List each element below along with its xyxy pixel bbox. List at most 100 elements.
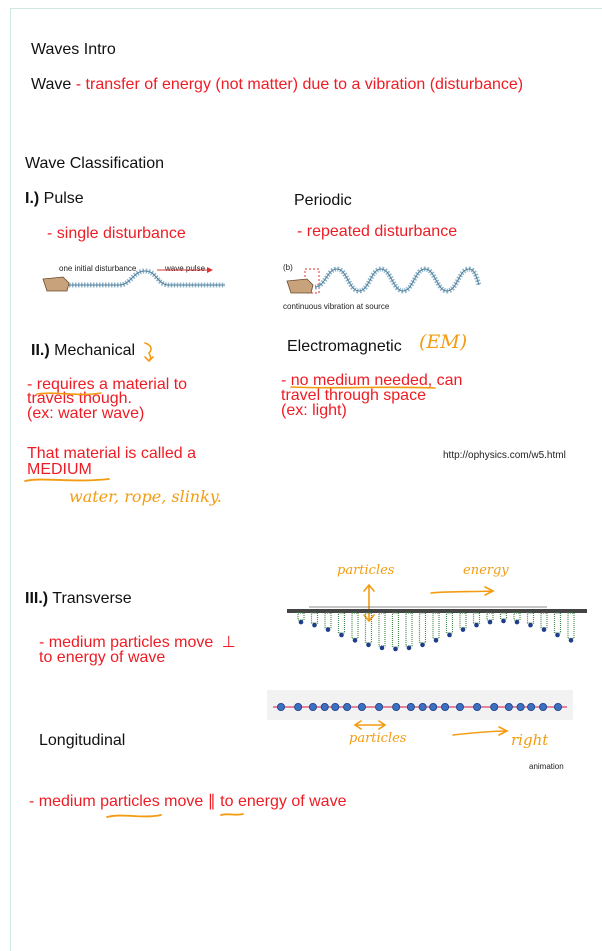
spring — [364, 612, 373, 644]
bead — [294, 702, 303, 711]
spring — [432, 612, 440, 639]
spring — [405, 612, 413, 647]
definition-term: Wave — [31, 76, 72, 93]
spring — [499, 612, 508, 620]
bead — [504, 702, 513, 711]
particle — [298, 619, 304, 625]
bead — [455, 702, 464, 711]
section-1-numeral: I.) — [25, 190, 40, 207]
spring — [297, 612, 305, 621]
transverse-desc-text: - medium particles move — [39, 634, 214, 651]
ink-medium-examples: water, rope, slinky. — [69, 487, 222, 506]
section-3-left-heading: III.) Transverse — [25, 589, 132, 608]
ink-energy: energy — [463, 563, 509, 578]
transverse-heading: Transverse — [52, 590, 132, 607]
bead — [539, 702, 548, 711]
bead — [357, 702, 366, 711]
spring — [553, 612, 562, 634]
particle — [366, 642, 371, 648]
spring — [459, 612, 467, 629]
bead — [418, 702, 427, 711]
particle — [528, 622, 533, 628]
pulse-heading: Pulse — [43, 190, 84, 207]
particle — [555, 632, 560, 638]
medium-line-2: MEDIUM — [27, 461, 92, 478]
particle — [393, 646, 398, 652]
particle — [447, 632, 452, 638]
periodic-fig-label-b: (b) — [283, 263, 293, 272]
bead — [320, 702, 329, 711]
pulse-figure: one initial disturbance wave pulse — [39, 261, 229, 301]
spring — [391, 612, 400, 648]
bead — [516, 702, 525, 711]
bead — [308, 702, 317, 711]
spring — [337, 612, 346, 634]
electromagnetic-heading: Electromagnetic — [287, 338, 402, 355]
ink-arrow-mechanical — [144, 342, 154, 363]
definition-line: Wave - transfer of energy (not matter) d… — [31, 75, 523, 94]
ink-underline-requires — [36, 392, 102, 396]
em-desc-3: (ex: light) — [281, 402, 347, 419]
ink-arrows-transverse — [363, 583, 495, 623]
spring — [486, 612, 494, 621]
ink-underline-medium — [24, 478, 110, 482]
ink-right: right — [511, 731, 549, 749]
spring — [324, 612, 332, 629]
ophysics-link[interactable]: http://ophysics.com/w5.html — [443, 450, 566, 461]
spring — [472, 612, 481, 624]
ink-arrows-longitudinal — [353, 720, 509, 736]
pulse-figure-drawing — [42, 267, 225, 292]
transverse-desc-2: to energy of wave — [39, 649, 166, 666]
longitudinal-desc: - medium particles move ∥ to energy of w… — [29, 793, 347, 810]
particle — [325, 627, 331, 632]
spring — [445, 612, 454, 634]
periodic-fig-caption: continuous vibration at source — [283, 302, 390, 311]
section-3-numeral: III.) — [25, 590, 49, 607]
transverse-figure — [287, 606, 587, 652]
pulse-fig-label-disturbance: one initial disturbance — [59, 264, 137, 273]
section-2-left-heading: II.) Mechanical — [31, 341, 135, 360]
classification-heading: Wave Classification — [25, 155, 165, 172]
spring — [351, 612, 359, 639]
bead — [375, 702, 384, 711]
particle — [406, 645, 412, 651]
notes-page: Waves Intro Wave - transfer of energy (n… — [10, 8, 602, 951]
periodic-heading: Periodic — [294, 192, 352, 209]
particle — [433, 638, 439, 643]
particle — [487, 619, 493, 625]
bead — [553, 702, 562, 711]
spring — [526, 612, 535, 624]
spring — [567, 612, 575, 639]
bead — [441, 702, 450, 711]
particle — [352, 638, 358, 643]
ink-particles-2: particles — [349, 731, 407, 746]
particle — [379, 645, 385, 651]
particle — [501, 618, 506, 624]
definition-text: - transfer of energy (not matter) due to… — [75, 76, 524, 93]
spring — [540, 612, 548, 629]
pulse-fig-label-wave: wave pulse — [165, 264, 206, 273]
particle — [339, 632, 344, 638]
particle — [420, 642, 425, 648]
particle — [460, 627, 466, 632]
bead — [527, 702, 536, 711]
particle — [474, 622, 479, 628]
bead — [406, 702, 415, 711]
animation-label[interactable]: animation — [529, 762, 564, 771]
ink-particles: particles — [337, 563, 395, 578]
spring — [513, 612, 521, 621]
bead — [473, 702, 482, 711]
mechanical-heading: Mechanical — [54, 342, 136, 359]
spring — [378, 612, 386, 647]
particle — [568, 638, 574, 643]
bead — [429, 702, 438, 711]
page-title: Waves Intro — [31, 41, 116, 58]
bead — [490, 702, 499, 711]
bead — [331, 702, 340, 711]
mechanical-desc-3: (ex: water wave) — [27, 405, 145, 422]
ink-em: (EM) — [419, 331, 468, 353]
em-desc-1: - no medium needed, can — [281, 372, 463, 389]
bead — [392, 702, 401, 711]
transverse-desc-1: - medium particles move ⊥ — [39, 633, 236, 652]
periodic-figure: (b) continuous vibration at source — [283, 261, 483, 313]
